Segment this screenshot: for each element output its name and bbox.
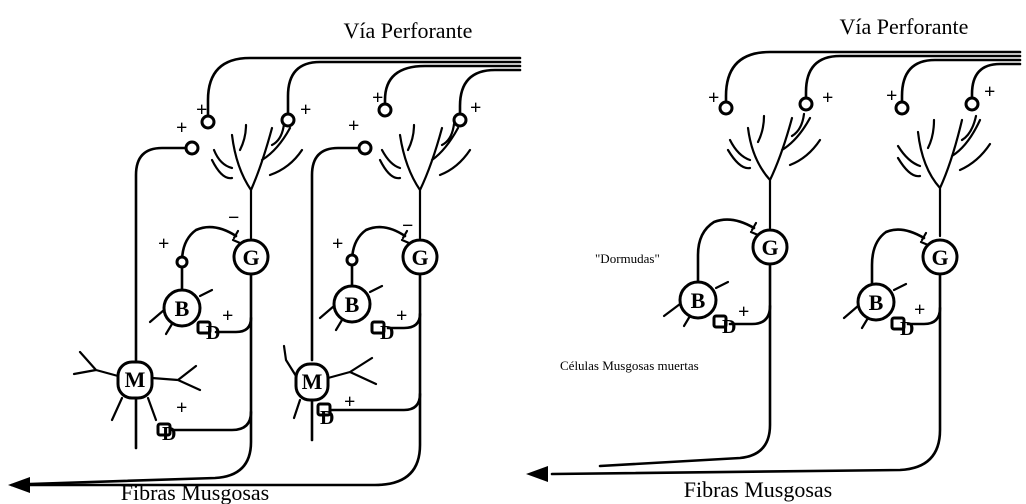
plus-sign: + [344,391,355,413]
plus-sign: + [914,299,925,321]
mossy-cell-label: M [125,367,146,392]
plus-sign: + [176,397,187,419]
plus-sign: + [300,99,311,121]
synapse-terminal-left-1d [177,257,187,267]
synapse-terminal-left-2d [347,255,357,265]
dendrite-terminal-label: D [900,318,914,340]
left-arrowhead [8,477,30,493]
basket-cell-label: B [345,292,360,317]
left-panel: Vía Perforante Fibras Musgosas G [8,18,520,504]
synapse-terminal-right-2b [966,98,978,110]
right-panel: Vía Perforante Fibras Musgosas "Dormudas… [526,14,1020,502]
basket-cell-label: B [175,296,190,321]
synapse-terminal-right-2a [896,102,908,114]
plus-sign: + [196,99,207,121]
basket-cell-label: B [691,288,706,313]
plus-sign: + [348,115,359,137]
synapse-terminal-left-2a [359,142,371,154]
right-perforant-path-title: Vía Perforante [840,14,969,39]
plus-sign: + [738,301,749,323]
synapse-terminal-right-1b [800,98,812,110]
left-perforant-path-title: Vía Perforante [344,18,473,43]
dendrite-terminal-label: D [722,316,736,338]
right-circuit-unit-2: G B D + + + [844,81,995,340]
plus-sign: + [332,233,343,255]
plus-sign: + [470,97,481,119]
left-mossy-fibers-label: Fibras Musgosas [121,480,270,504]
basket-cell-label: B [869,290,884,315]
minus-sign: − [228,207,239,229]
plus-sign: + [158,233,169,255]
granule-cell-label: G [761,235,778,260]
minus-sign: − [402,215,413,237]
left-circuit-unit-1: G B D M D + + [74,99,311,448]
synapse-terminal-left-1a [186,142,198,154]
synapse-terminal-right-1a [720,102,732,114]
plus-sign: + [222,305,233,327]
plus-sign: + [396,305,407,327]
dendrite-terminal-label: D [380,322,394,344]
left-circuit-unit-2: G B D M D + + + − + + + [284,87,481,440]
right-circuit-unit-1: G B D + + + [664,87,833,338]
right-mossy-fibers-label: Fibras Musgosas [684,477,833,502]
dead-mossy-cells-label: Células Musgosas muertas [560,358,699,373]
synapse-terminal-left-1c [282,114,294,126]
dormant-label: "Dormudas" [595,251,660,266]
granule-cell-label: G [411,245,428,270]
right-perforant-path-fibers [726,52,1020,104]
right-arrowhead [526,466,548,482]
granule-cell-label: G [242,245,259,270]
synapse-terminal-left-2c [454,114,466,126]
plus-sign: + [176,117,187,139]
granule-cell-label: G [931,245,948,270]
mossy-cell-label: M [302,369,323,394]
plus-sign: + [708,87,719,109]
plus-sign: + [822,87,833,109]
dendrite-terminal-label: D [162,423,176,445]
plus-sign: + [372,87,383,109]
plus-sign: + [886,85,897,107]
plus-sign: + [984,81,995,103]
